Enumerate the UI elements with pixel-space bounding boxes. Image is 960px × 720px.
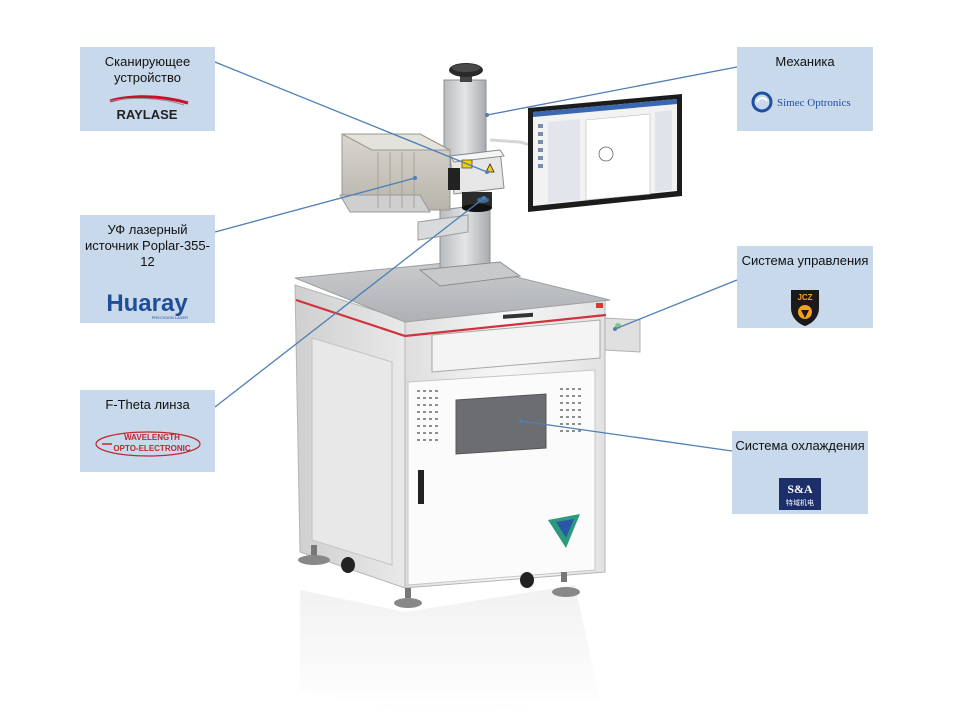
sa-wordmark: S&A xyxy=(787,482,813,496)
callout-control-system: Система управления JCZ xyxy=(737,246,873,328)
callout-f-theta-lens: F-Theta линза WAVELENGTH OPTO-ELECTRONIC xyxy=(80,390,215,472)
callout-cooling-title: Система охлаждения xyxy=(735,438,865,453)
simec-wordmark: Simec Optronics xyxy=(777,97,851,109)
callout-laser-source: УФ лазерный источник Poplar-355-12 Huara… xyxy=(80,215,215,323)
raylase-wordmark: RAYLASE xyxy=(117,107,178,122)
callout-mechanics: Механика Simec Optronics xyxy=(737,47,873,131)
raylase-logo: RAYLASE xyxy=(109,95,189,122)
callout-lens-title: F-Theta линза xyxy=(105,397,190,412)
simec-logo: Simec Optronics xyxy=(751,91,851,113)
callout-scanner: Сканирующее устройство RAYLASE xyxy=(80,47,215,131)
sa-logo: S&A 特域机电 xyxy=(779,478,821,510)
scan-head xyxy=(448,138,549,212)
monitor xyxy=(528,94,682,212)
huaray-logo: Huaray PRECISION LASER xyxy=(106,290,188,320)
callout-scanner-title: Сканирующее устройство xyxy=(104,54,191,85)
huaray-subtitle: PRECISION LASER xyxy=(152,315,188,320)
huaray-wordmark: Huaray xyxy=(106,290,188,317)
jcz-shield-icon: JCZ xyxy=(791,290,819,326)
casters xyxy=(298,545,580,608)
wavelength-logo: WAVELENGTH OPTO-ELECTRONIC xyxy=(95,431,201,457)
cabinet xyxy=(294,261,641,589)
ventilation-grille xyxy=(417,390,438,441)
callout-laser-title: УФ лазерный источник Poplar-355-12 xyxy=(85,222,210,269)
wavelength-line1: WAVELENGTH xyxy=(124,433,180,442)
floor-reflection xyxy=(300,585,600,715)
sa-subtitle: 特域机电 xyxy=(786,498,814,507)
jcz-wordmark: JCZ xyxy=(797,293,812,302)
callout-control-title: Система управления xyxy=(741,253,869,268)
leader-line-ends xyxy=(413,113,617,423)
leader-lines xyxy=(214,61,738,452)
callout-mechanics-title: Механика xyxy=(775,54,835,69)
wavelength-line2: OPTO-ELECTRONIC xyxy=(113,444,190,453)
uv-laser-source xyxy=(339,133,451,213)
f-theta-lens xyxy=(462,192,492,212)
callout-cooling-system: Система охлаждения S&A 特域机电 xyxy=(732,431,868,514)
ventilation-grille xyxy=(560,388,581,432)
brand-triangle-icon xyxy=(548,514,580,548)
